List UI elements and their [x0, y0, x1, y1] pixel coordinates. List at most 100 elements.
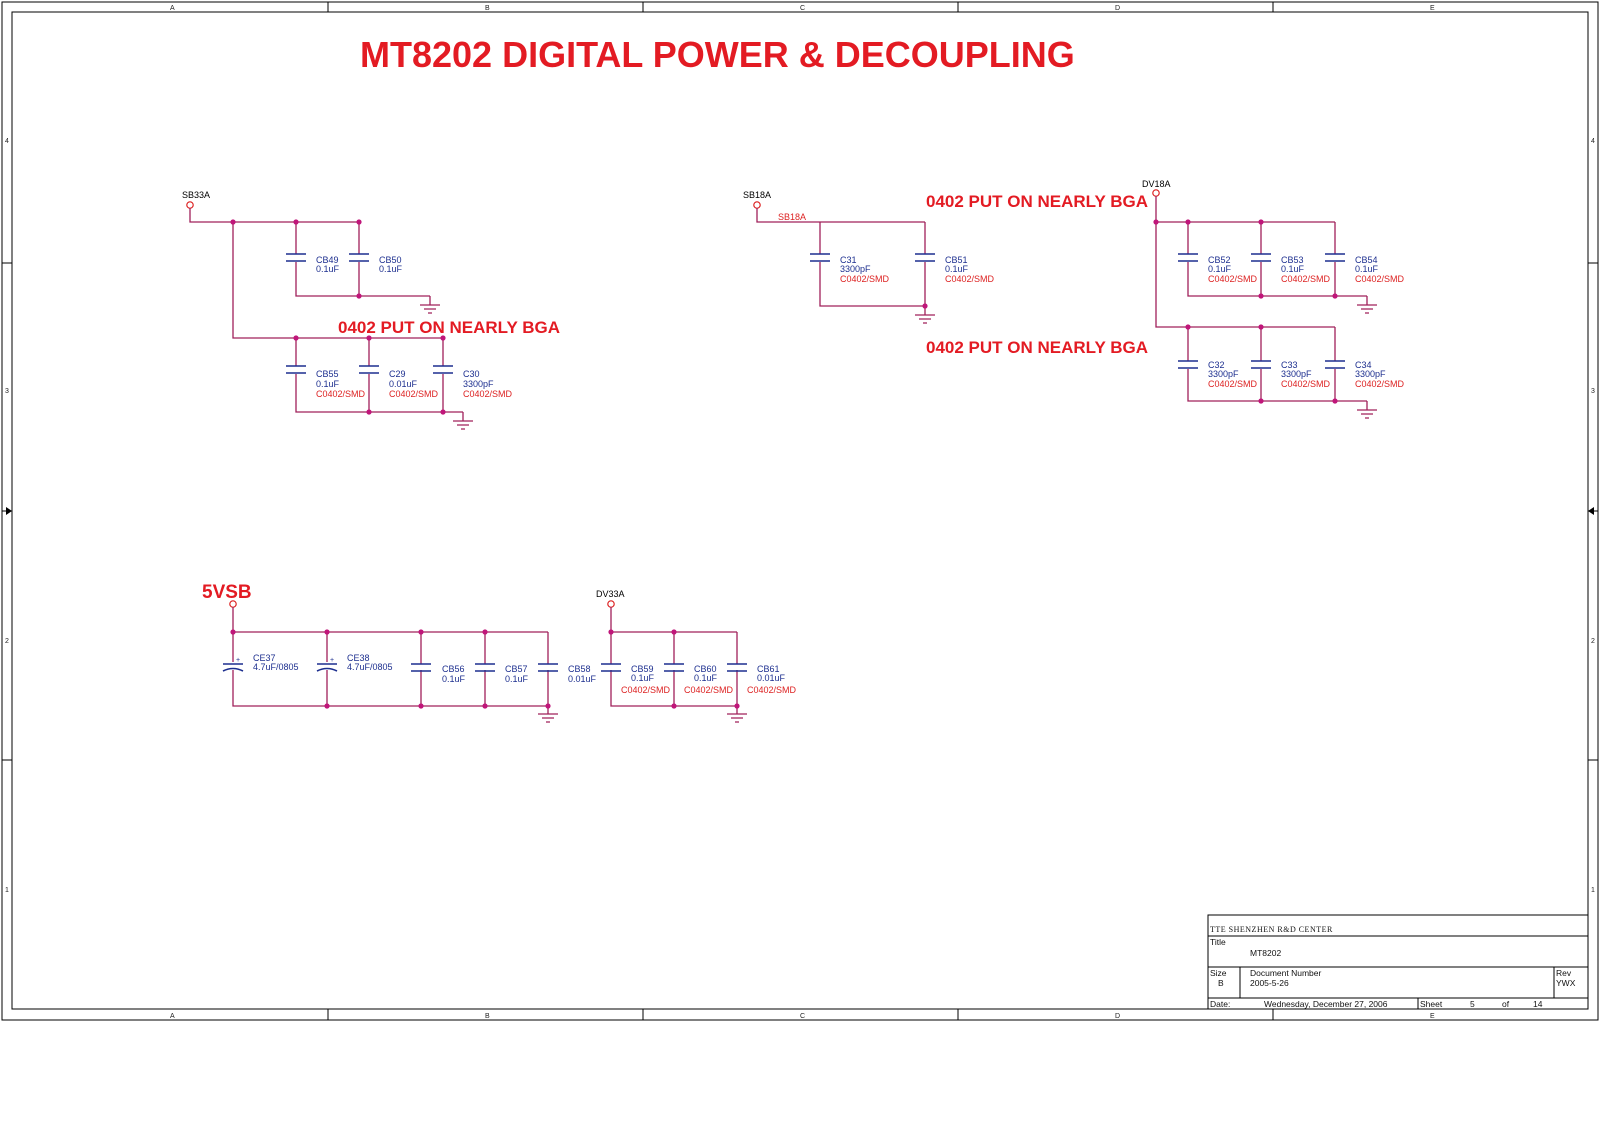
note-nearly-bga-top: 0402 PUT ON NEARLY BGA [926, 192, 1148, 211]
ground-symbol [727, 713, 747, 723]
ref-cb61: CB61 [757, 664, 780, 674]
net-label-dv33a: DV33A [596, 589, 625, 599]
zone-col-b-bottom: B [485, 1013, 490, 1020]
power-port-sb33a [186, 201, 194, 209]
footprint-c32: C0402/SMD [1208, 379, 1258, 389]
ref-cb55: CB55 [316, 369, 339, 379]
footprint-cb51: C0402/SMD [945, 274, 995, 284]
zone-col-e-top: E [1430, 5, 1435, 12]
zone-row-4-left: 4 [5, 138, 9, 145]
ref-cb53: CB53 [1281, 255, 1304, 265]
of-label: of [1502, 999, 1510, 1009]
value-c33: 3300pF [1281, 369, 1312, 379]
footprint-cb54: C0402/SMD [1355, 274, 1405, 284]
title-block: TTE SHENZHEN R&D CENTER Title MT8202 Siz… [1207, 914, 1589, 1010]
of-value: 14 [1533, 999, 1543, 1009]
title-label: Title [1210, 937, 1226, 947]
ref-cb57: CB57 [505, 664, 528, 674]
zone-col-b-top: B [485, 5, 490, 12]
footprint-c30: C0402/SMD [463, 389, 513, 399]
ground-symbol [538, 713, 558, 723]
value-cb51: 0.1uF [945, 264, 969, 274]
zone-labels: A B C D E A B C D E 4 3 2 1 4 3 2 1 [5, 5, 1595, 1020]
zone-row-1-right: 1 [1591, 887, 1595, 894]
note-nearly-bga-bottom: 0402 PUT ON NEARLY BGA [926, 338, 1148, 357]
rev-label: Rev [1556, 968, 1572, 978]
ref-cb52: CB52 [1208, 255, 1231, 265]
value-cb57: 0.1uF [505, 674, 529, 684]
zone-col-a-bottom: A [170, 1013, 175, 1020]
footprint-cb55: C0402/SMD [316, 389, 366, 399]
ref-cb50: CB50 [379, 255, 402, 265]
value-c31: 3300pF [840, 264, 871, 274]
ref-cb58: CB58 [568, 664, 591, 674]
value-cb59: 0.1uF [631, 673, 655, 683]
value-c29: 0.01uF [389, 379, 418, 389]
ref-cb60: CB60 [694, 664, 717, 674]
ref-cb51: CB51 [945, 255, 968, 265]
value-cb58: 0.01uF [568, 674, 597, 684]
docnum-label: Document Number [1250, 968, 1322, 978]
note-nearly-bga-sb33a: 0402 PUT ON NEARLY BGA [338, 318, 560, 337]
value-ce37: 4.7uF/0805 [253, 662, 299, 672]
ref-ce37: CE37 [253, 653, 276, 663]
ref-cb49: CB49 [316, 255, 339, 265]
zone-row-4-right: 4 [1591, 138, 1595, 145]
net-label-5vsb: 5VSB [202, 582, 252, 603]
size-value: B [1218, 978, 1224, 988]
ground-symbol [453, 412, 473, 430]
power-port-sb18a [753, 201, 761, 209]
footprint-cb53: C0402/SMD [1281, 274, 1331, 284]
block-dv33a: DV33A CB59 0.1uF C0402/SMD CB60 0.1uF C0… [596, 589, 797, 723]
value-c32: 3300pF [1208, 369, 1239, 379]
net-wire-label-sb18a: SB18A [778, 212, 806, 222]
net-label-sb18a: SB18A [743, 190, 771, 200]
value-ce38: 4.7uF/0805 [347, 662, 393, 672]
zone-row-3-right: 3 [1591, 388, 1595, 395]
ref-c31: C31 [840, 255, 857, 265]
zone-row-1-left: 1 [5, 887, 9, 894]
ref-c33: C33 [1281, 360, 1298, 370]
value-cb60: 0.1uF [694, 673, 718, 683]
size-label: Size [1210, 968, 1227, 978]
ground-symbol [420, 296, 440, 314]
ground-symbol [1357, 401, 1377, 419]
svg-text:+: + [236, 657, 240, 664]
zone-row-2-left: 2 [5, 638, 9, 645]
zone-col-c-top: C [800, 5, 805, 12]
footprint-c33: C0402/SMD [1281, 379, 1331, 389]
zone-col-c-bottom: C [800, 1013, 805, 1020]
value-cb61: 0.01uF [757, 673, 786, 683]
zone-col-d-top: D [1115, 5, 1120, 12]
ref-cb56: CB56 [442, 664, 465, 674]
rev-value: YWX [1556, 978, 1576, 988]
zone-col-e-bottom: E [1430, 1013, 1435, 1020]
value-cb49: 0.1uF [316, 264, 340, 274]
sheet-border [1, 1, 1599, 1021]
net-label-sb33a: SB33A [182, 190, 210, 200]
ref-c32: C32 [1208, 360, 1225, 370]
ref-cb59: CB59 [631, 664, 654, 674]
footprint-cb52: C0402/SMD [1208, 274, 1258, 284]
footprint-cb61: C0402/SMD [747, 685, 797, 695]
sheet-label: Sheet [1420, 999, 1443, 1009]
value-c30: 3300pF [463, 379, 494, 389]
zone-row-2-right: 2 [1591, 638, 1595, 645]
value-cb50: 0.1uF [379, 264, 403, 274]
block-sb18a: SB18A SB18A C31 3300pF C0402/SMD CB51 0.… [743, 190, 995, 324]
ref-c34: C34 [1355, 360, 1372, 370]
footprint-cb59: C0402/SMD [621, 685, 671, 695]
value-cb56: 0.1uF [442, 674, 466, 684]
title-value: MT8202 [1250, 948, 1281, 958]
ref-c29: C29 [389, 369, 406, 379]
ground-symbol [915, 314, 935, 324]
value-cb53: 0.1uF [1281, 264, 1305, 274]
date-label: Date: [1210, 999, 1230, 1009]
ref-c30: C30 [463, 369, 480, 379]
value-cb52: 0.1uF [1208, 264, 1232, 274]
footprint-c29: C0402/SMD [389, 389, 439, 399]
ref-ce38: CE38 [347, 653, 370, 663]
power-port-dv18a [1152, 189, 1160, 197]
svg-text:+: + [330, 657, 334, 664]
